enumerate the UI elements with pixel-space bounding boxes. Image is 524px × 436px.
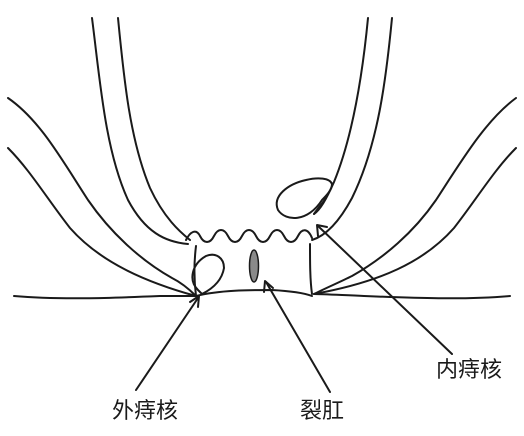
internal-hemorrhoid-base	[314, 198, 326, 214]
anal-fissure-mark	[250, 250, 259, 282]
external-hemorrhoid-pointer	[136, 298, 198, 390]
anal-canal-right-wall	[310, 244, 312, 294]
rectal-wall-right-inner	[314, 18, 368, 214]
rectal-wall-left-outer	[92, 18, 188, 244]
buttock-right-upper	[314, 98, 516, 294]
internal-hemorrhoid	[277, 178, 332, 218]
rectal-wall-right-outer	[312, 18, 392, 240]
anal-fissure-label: 裂肛	[300, 401, 344, 423]
buttock-left-upper	[8, 98, 196, 296]
rectal-wall-left-inner	[118, 18, 190, 240]
dentate-line	[186, 230, 312, 242]
external-hemorrhoid	[192, 255, 224, 294]
external-hemorrhoid-label: 外痔核	[112, 401, 178, 423]
anal-fissure-pointer	[266, 282, 330, 392]
buttock-right-lower	[314, 148, 516, 294]
buttock-left-lower	[8, 148, 196, 296]
buttock-left-base	[14, 296, 198, 298]
anal-verge	[196, 290, 312, 296]
buttock-right-base	[314, 294, 510, 298]
internal-hemorrhoid-label: 内痔核	[436, 360, 502, 382]
